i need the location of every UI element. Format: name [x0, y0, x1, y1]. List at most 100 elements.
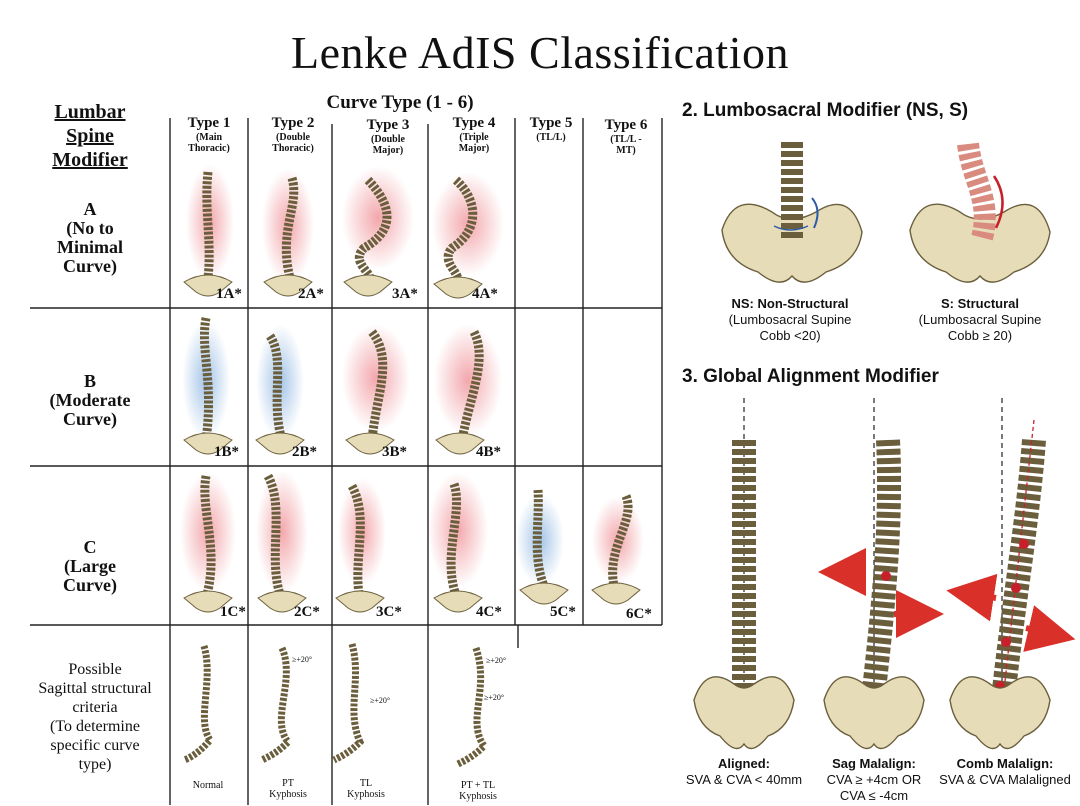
- col-type-label: Type 6: [604, 117, 648, 133]
- col-sub-label: (Double: [371, 134, 405, 145]
- sag-malalign-spine: [862, 439, 902, 692]
- sag-label-line: Normal: [192, 780, 224, 791]
- row-desc: Curve): [63, 256, 117, 276]
- ns-caption-line: Cobb <20): [759, 328, 821, 343]
- spine-2b: [266, 333, 287, 442]
- col-head-type2: Type 2 (Double Thoracic): [262, 115, 324, 154]
- blue-shade: [516, 494, 564, 586]
- cell-label-5c: 5C*: [550, 604, 576, 620]
- global-alignment-title: 3. Global Alignment Modifier: [682, 366, 939, 387]
- criteria-line: (To determine: [50, 718, 140, 735]
- sag-label-line: TL: [359, 778, 373, 789]
- s-curve-mark: [992, 175, 1004, 229]
- ns-curve-mark: [811, 197, 819, 229]
- sag-caption-head: Sag Malalign:: [832, 756, 916, 771]
- pelvis-small: [263, 274, 313, 297]
- ns-curve-mark: [773, 225, 809, 231]
- cell-label-1b: 1B*: [214, 444, 240, 460]
- red-shade: [434, 324, 502, 436]
- sagittal-spines: [182, 643, 489, 768]
- cell-label-4c: 4C*: [476, 604, 502, 620]
- red-dot: [1011, 583, 1021, 593]
- criteria-line: Sagittal structural: [38, 680, 152, 697]
- s-caption-head: S: Structural: [940, 296, 1019, 311]
- sag-label-line: Kyphosis: [347, 789, 385, 800]
- spine-2c: [263, 473, 287, 602]
- arrow-left: [946, 573, 998, 622]
- ns-caption: NS: Non-Structural (Lumbosacral Supine C…: [700, 296, 880, 344]
- s-spine: [957, 142, 996, 241]
- lumbar-header-line-1: Lumbar: [54, 101, 126, 123]
- spine-3a: [354, 176, 392, 282]
- cell-label-2c: 2C*: [294, 604, 320, 620]
- sag-normal: [182, 645, 215, 764]
- cell-label-3a: 3A*: [392, 286, 418, 302]
- cell-label-4a: 4A*: [472, 286, 498, 302]
- spine-6c: [608, 494, 633, 587]
- s-caption: S: Structural (Lumbosacral Supine Cobb ≥…: [890, 296, 1070, 344]
- col-head-type4: Type 4 (Triple Major): [442, 115, 506, 154]
- pelvis-small: [343, 274, 393, 297]
- criteria-line: specific curve: [50, 737, 140, 754]
- row-letter: C: [83, 537, 97, 557]
- col-sub-label: (Triple: [459, 132, 489, 143]
- red-arrows: [818, 548, 1076, 652]
- pelvis-small: [183, 590, 233, 613]
- row-letter: A: [83, 199, 97, 219]
- pelvis-small: [183, 274, 233, 297]
- lumbar-header-line-2: Spine: [66, 125, 114, 147]
- col-type-label: Type 1: [187, 115, 231, 131]
- col-sub-label: MT): [616, 145, 636, 156]
- pelvis-small: [433, 276, 483, 299]
- cell-label-6c: 6C*: [626, 606, 652, 622]
- ns-pelvis: [721, 203, 863, 283]
- comb-pelvis: [949, 676, 1051, 750]
- spine-4c: [446, 482, 463, 602]
- col-head-type6: Type 6 (TL/L - MT): [594, 117, 658, 156]
- pelvis-small: [591, 582, 641, 605]
- spine-3c: [347, 483, 365, 601]
- comb-red-dots: [881, 539, 1029, 691]
- cell-label-3b: 3B*: [382, 444, 408, 460]
- pelvis-small: [519, 582, 569, 605]
- spine-4b: [457, 329, 484, 441]
- col-type-label: Type 3: [366, 117, 410, 133]
- angle-label: ≥+20°: [370, 696, 391, 705]
- ns-caption-head: NS: Non-Structural: [731, 296, 849, 311]
- criteria-line: criteria: [72, 699, 118, 716]
- spine-2a: [281, 176, 299, 280]
- table-lines: [30, 118, 663, 805]
- pelvis-small: [335, 590, 385, 613]
- sag-label-line: Kyphosis: [269, 789, 307, 800]
- cell-label-4b: 4B*: [476, 444, 502, 460]
- lumbosacral-title: 2. Lumbosacral Modifier (NS, S): [682, 100, 969, 121]
- s-caption-line: Cobb ≥ 20): [947, 328, 1013, 343]
- col-head-type3: Type 3 (Double Major): [356, 117, 420, 156]
- col-sub-label: Major): [458, 143, 490, 154]
- pelvis-small: [433, 590, 483, 613]
- sag-label-tl: TL Kyphosis: [336, 778, 396, 800]
- col-sub-label: Major): [372, 145, 404, 156]
- red-shade: [342, 166, 414, 270]
- sag-pt: [260, 646, 293, 764]
- spine-4a: [443, 176, 478, 283]
- row-label-b: B (Moderate Curve): [30, 372, 150, 429]
- col-type-label: Type 2: [271, 115, 315, 131]
- sagittal-criteria-label: Possible Sagittal structural criteria (T…: [20, 660, 170, 774]
- criteria-line: Possible: [68, 661, 122, 678]
- s-pelvis: [909, 203, 1051, 283]
- lumbosacral-illustrations: [721, 142, 1051, 283]
- row-desc: (No to: [66, 218, 114, 238]
- red-shade: [256, 470, 308, 594]
- col-sub-label: (TL/L -: [610, 134, 642, 145]
- aligned-caption-head: Aligned:: [718, 756, 770, 771]
- row-label-a: A (No to Minimal Curve): [30, 200, 150, 276]
- row-letter: B: [83, 371, 96, 391]
- lumbar-header-line-3: Modifier: [52, 149, 128, 171]
- col-sub-label: (Double: [276, 132, 310, 143]
- sag-caption-line: CVA ≥ +4cm OR: [826, 772, 922, 787]
- row-desc: Curve): [63, 575, 117, 595]
- sag-caption-line: CVA ≤ -4cm: [839, 788, 909, 803]
- ns-caption-line: (Lumbosacral Supine: [728, 312, 852, 327]
